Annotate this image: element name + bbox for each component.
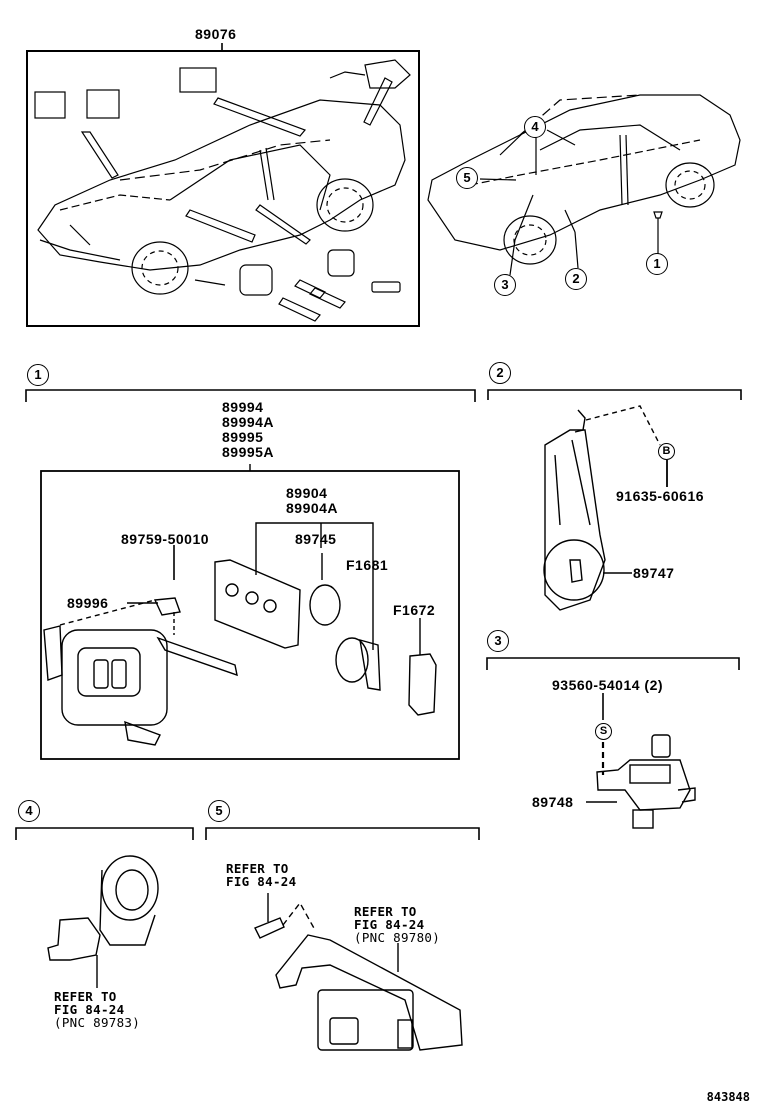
kit-part-number: 89076 — [195, 26, 237, 42]
sensor-part-number: 89748 — [532, 794, 574, 810]
part-number: 89995A — [222, 444, 275, 460]
bolt-marker: B — [658, 443, 675, 460]
section-1-assembly-parts: 89994 89994A 89995 89995A — [222, 400, 274, 460]
sensor-part-number: 89747 — [633, 565, 675, 581]
bolt-part-number: 91635-60616 — [616, 488, 705, 504]
battery-part-number: 89745 — [295, 531, 337, 547]
section-4-reference: REFER TO FIG 84-24 (PNC 89783) — [54, 990, 140, 1029]
reference-text: REFER TO — [54, 989, 117, 1004]
reference-text: (PNC 89780) — [354, 930, 441, 945]
section-1-badge: 1 — [27, 364, 49, 386]
section-5-badge: 5 — [208, 800, 230, 822]
reference-text: FIG 84-24 — [54, 1002, 125, 1017]
reference-text: (PNC 89783) — [54, 1015, 141, 1030]
reference-text: FIG 84-24 — [226, 874, 297, 889]
reference-text: REFER TO — [354, 904, 417, 919]
section-3-badge: 3 — [487, 630, 509, 652]
bolt-reference: REFER TO FIG 84-24 — [226, 862, 296, 888]
screw-part-number: 93560-54014 (2) — [552, 677, 664, 693]
part-number: 89995 — [222, 429, 264, 445]
holder-part-number: 89996 — [67, 595, 109, 611]
key-part-number: F1672 — [393, 602, 436, 618]
reference-text: FIG 84-24 — [354, 917, 425, 932]
kit-overview-box — [26, 43, 420, 327]
section-2-badge: 2 — [489, 362, 511, 384]
callout-car-illustration — [427, 94, 741, 276]
section-1-art — [40, 464, 460, 760]
drawing-code: 843848 — [706, 1090, 750, 1104]
part-number: 89904A — [286, 500, 339, 516]
part-number: 89904 — [286, 485, 328, 501]
unit-reference: REFER TO FIG 84-24 (PNC 89780) — [354, 905, 440, 944]
section-brackets — [15, 389, 742, 840]
screw-marker: S — [595, 723, 612, 740]
overview-car-illustration — [34, 59, 411, 322]
section-3-art — [586, 693, 696, 829]
callout-3: 3 — [494, 274, 516, 296]
section-1-subassembly-parts: 89904 89904A — [286, 486, 338, 516]
section-5-art — [254, 893, 463, 1051]
part-number: 89994 — [222, 399, 264, 415]
callout-4: 4 — [524, 116, 546, 138]
bracket-part-number: F1681 — [346, 557, 389, 573]
section-4-badge: 4 — [18, 800, 40, 822]
part-number: 89994A — [222, 414, 275, 430]
callout-1: 1 — [646, 253, 668, 275]
section-4-art — [47, 855, 159, 988]
callout-2: 2 — [565, 268, 587, 290]
screw-part-number: 89759-50010 — [121, 531, 210, 547]
reference-text: REFER TO — [226, 861, 289, 876]
section-2-art — [543, 405, 668, 611]
callout-5: 5 — [456, 167, 478, 189]
